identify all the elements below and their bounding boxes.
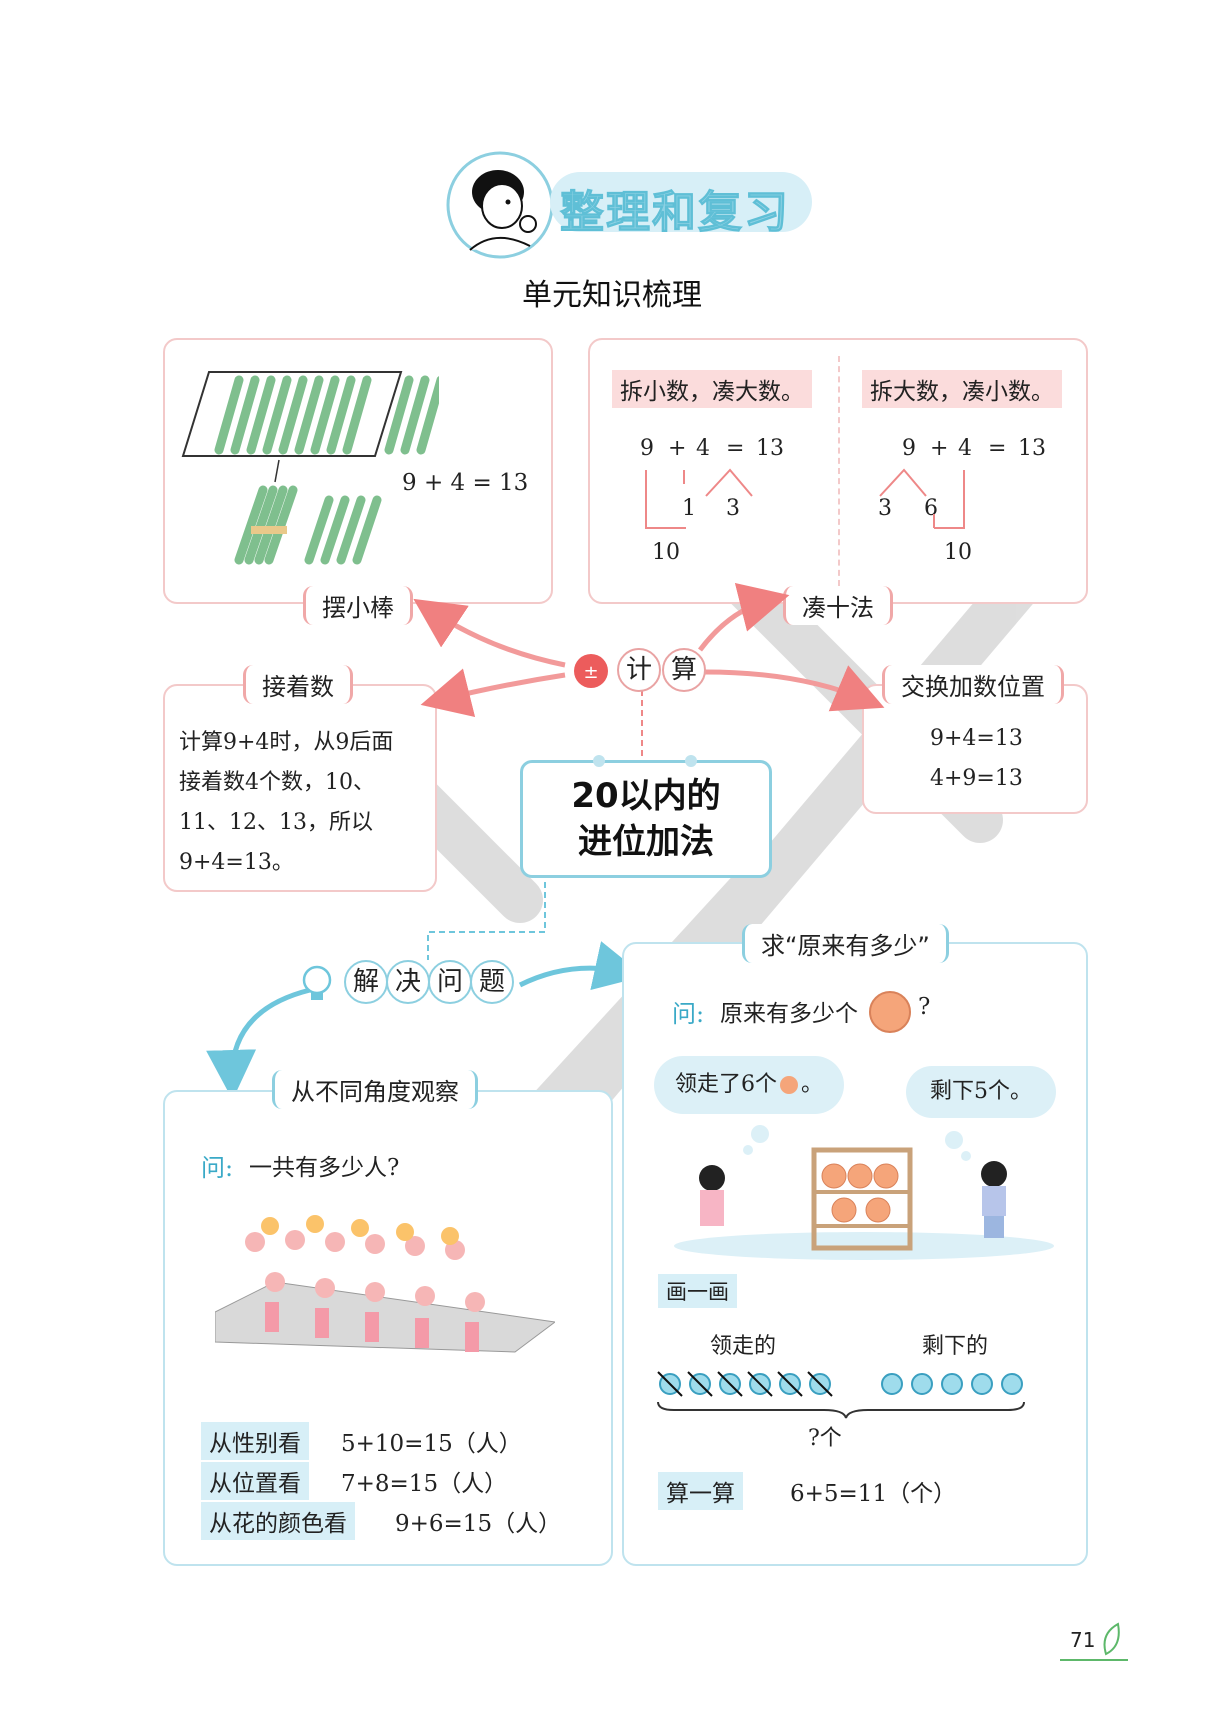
right-split-a: 3 [878,496,892,521]
svg-text:±: ± [583,662,598,683]
sticks-box: 9 + 4 = 13 [163,338,553,604]
leaf-icon [1060,1622,1128,1661]
original-q-mark: ? [918,994,931,1020]
angles-row-1-label: 从性别看 [201,1422,309,1460]
cloud-right-text: 剩下5个。 [930,1079,1032,1104]
children-group-illustration [215,1215,555,1353]
left-ten: 10 [652,540,680,565]
kids-shelf-illustration [674,1125,1054,1260]
left-split-a: 1 [682,496,696,521]
count-on-line-4: 9+4=13。 [179,850,294,875]
cloud-left-text: 领走了6个 [674,1072,777,1097]
swap-eq-2: 4+9=13 [930,766,1023,791]
angles-row-3-label: 从花的颜色看 [201,1502,355,1540]
sticks-illustration [181,371,439,565]
right-eq: = [988,436,1007,461]
calculator-icon: ± [574,654,608,688]
angles-row-3-eq: 9+6=15（人） [395,1511,562,1537]
right-split-lines [879,468,965,529]
right-res: 13 [1018,436,1046,461]
calc-node-char-2: 算 [662,648,706,692]
solve-node-char-3: 问 [428,960,472,1004]
center-title-line-2: 进位加法 [578,822,714,862]
tag-angles: 从不同角度观察 [272,1070,478,1109]
left-split-lines [645,468,753,529]
angles-q-label: 问: [201,1154,234,1182]
section-title: 整理和复习 [440,150,820,260]
angles-row-1-eq: 5+10=15（人） [341,1431,522,1457]
boy-avatar-icon [446,151,554,259]
page-number: 71 [1070,1628,1096,1652]
tag-sticks: 摆小棒 [303,586,413,625]
calc-node-char-1: 计 [617,648,661,692]
tag-make-ten: 凑十法 [783,586,893,625]
right-n2: 4 [958,436,972,461]
page-title: 整理和复习 [560,187,790,239]
left-label: 剩下的 [922,1334,989,1359]
cloud-left-end: 。 [800,1072,823,1097]
tag-original: 求“原来有多少” [742,924,949,963]
swap-box: 9+4=13 4+9=13 [862,684,1088,814]
draw-label: 画一画 [658,1274,737,1308]
circles-diagram [657,1371,1025,1419]
taken-label: 领走的 [710,1334,777,1359]
small-ball-icon [779,1076,798,1094]
right-ten: 10 [944,540,972,565]
title-banner-bg [550,172,812,232]
count-on-line-1: 计算9+4时，从9后面 [179,730,394,755]
swap-eq-1: 9+4=13 [930,726,1023,751]
sticks-equation: 9 + 4 = 13 [402,470,529,496]
count-on-line-2: 接着数4个数，10、 [179,770,375,795]
center-topic-box: 20以内的 进位加法 [520,755,772,878]
angles-row-2-label: 从位置看 [201,1462,309,1500]
angles-question: 一共有多少人? [249,1155,400,1181]
right-plus: + [930,436,949,461]
left-res: 13 [756,436,784,461]
make-ten-box: 拆小数，凑大数。 拆大数，凑小数。 9 + 4 = 13 1 3 10 9 + … [588,338,1088,604]
tag-count-on: 接着数 [243,665,353,704]
make-ten-right-label: 拆大数，凑小数。 [862,370,1062,408]
right-n1: 9 [902,436,916,461]
divider [838,356,840,586]
calc-equation: 6+5=11（个） [790,1481,957,1507]
left-n2: 4 [696,436,710,461]
count-on-box: 计算9+4时，从9后面 接着数4个数，10、 11、12、13，所以 9+4=1… [163,684,437,892]
lightbulb-icon [302,965,332,1000]
original-q-label: 问: [672,1000,705,1028]
center-title-line-1: 20以内的 [571,776,721,816]
page-subtitle: 单元知识梳理 [522,278,702,313]
center-dot-right [685,755,697,767]
make-ten-left-label: 拆小数，凑大数。 [612,370,812,408]
count-on-line-3: 11、12、13，所以 [179,810,373,835]
left-eq: = [726,436,745,461]
calc-label: 算一算 [658,1472,743,1510]
original-question: 原来有多少个 [720,1001,858,1027]
left-plus: + [668,436,687,461]
solve-node-char-2: 决 [386,960,430,1004]
center-dot-left [593,755,605,767]
solve-node-char-4: 题 [470,960,514,1004]
cloud-right: 剩下5个。 [906,1066,1056,1118]
cloud-left: 领走了6个。 [654,1056,844,1114]
solve-node-char-1: 解 [344,960,388,1004]
ball-icon [869,991,911,1033]
tag-swap: 交换加数位置 [882,665,1064,704]
total-label: ?个 [808,1426,842,1451]
angles-row-2-eq: 7+8=15（人） [341,1471,508,1497]
left-split-b: 3 [726,496,740,521]
original-box: 问: 原来有多少个 ? 领走了6个。 剩下5个。 画一画 领走的 剩下的 [622,942,1088,1566]
left-n1: 9 [640,436,654,461]
angles-box: 问: 一共有多少人? 从性别看 5+10=15（人） 从位置看 7+8=15（人… [163,1090,613,1566]
